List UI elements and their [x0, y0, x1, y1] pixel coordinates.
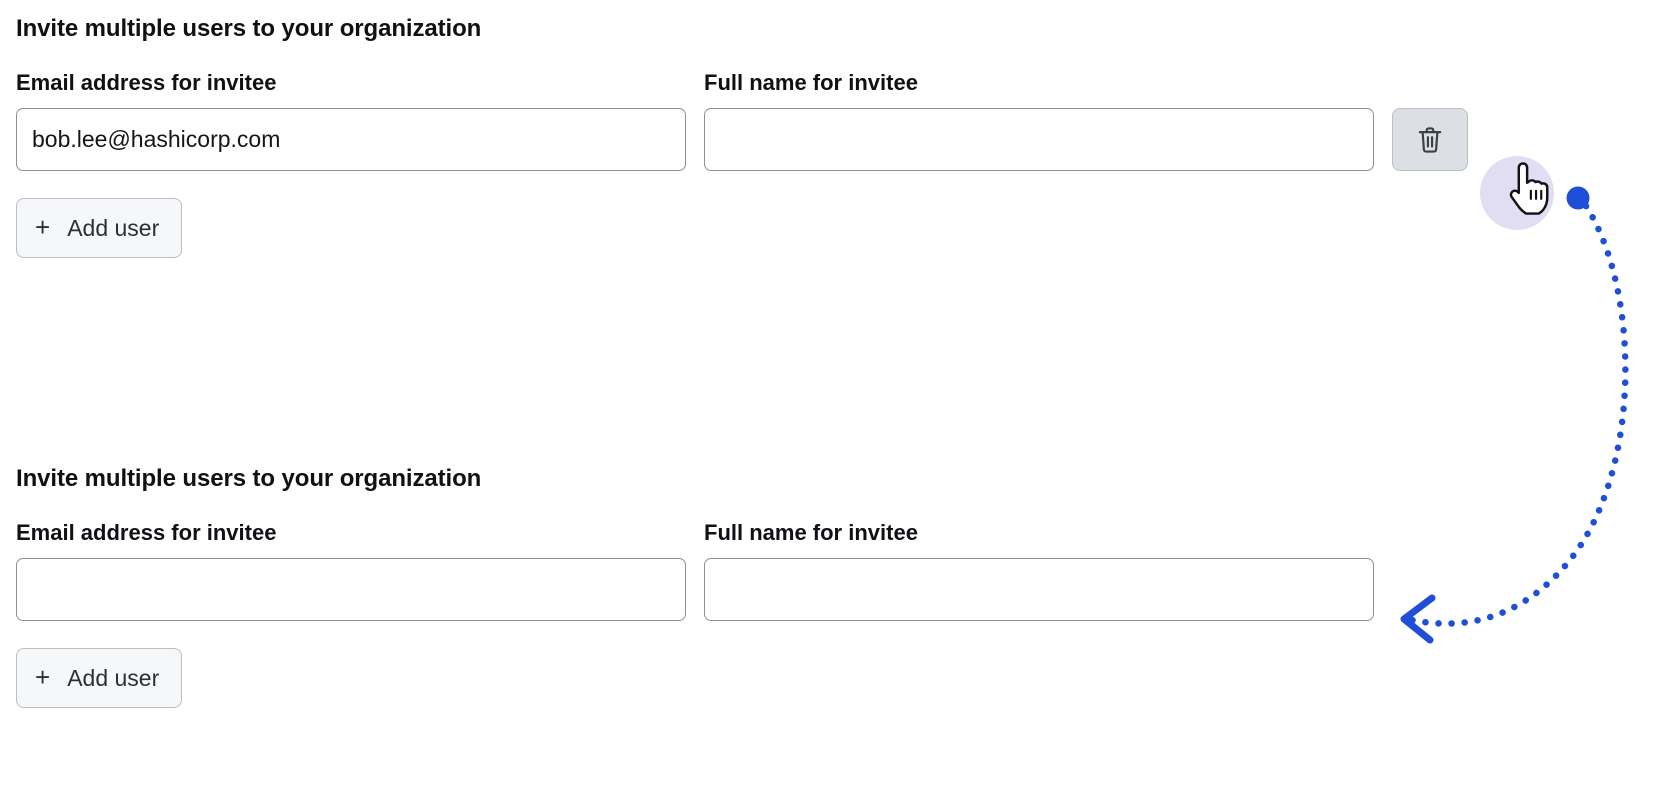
- full-name-input[interactable]: [704, 558, 1374, 621]
- full-name-input[interactable]: [704, 108, 1374, 171]
- invite-fields-row: Email address for invitee Full name for …: [16, 70, 1656, 171]
- add-user-button[interactable]: + Add user: [16, 648, 183, 708]
- delete-user-button[interactable]: [1392, 108, 1468, 171]
- full-name-field-label: Full name for invitee: [704, 70, 918, 95]
- page-title: Invite multiple users to your organizati…: [16, 15, 482, 42]
- full-name-field-group: Full name for invitee: [704, 520, 1374, 621]
- page-title: Invite multiple users to your organizati…: [16, 465, 482, 492]
- email-field-group: Email address for invitee: [16, 70, 686, 171]
- full-name-field-label: Full name for invitee: [704, 520, 918, 545]
- email-field-group: Email address for invitee: [16, 520, 686, 621]
- email-input[interactable]: [16, 558, 686, 621]
- full-name-field-group: Full name for invitee: [704, 70, 1374, 171]
- email-field-label: Email address for invitee: [16, 520, 277, 545]
- plus-icon: +: [35, 662, 51, 692]
- plus-icon: +: [35, 212, 51, 242]
- add-user-button[interactable]: + Add user: [16, 198, 183, 258]
- invite-fields-row: Email address for invitee Full name for …: [16, 520, 1656, 621]
- email-field-label: Email address for invitee: [16, 70, 277, 95]
- trash-icon: [1416, 125, 1444, 155]
- email-input[interactable]: [16, 108, 686, 171]
- add-user-label: Add user: [67, 664, 160, 691]
- add-user-label: Add user: [67, 214, 160, 241]
- invite-block-top: Invite multiple users to your organizati…: [16, 14, 1656, 258]
- invite-block-bottom: Invite multiple users to your organizati…: [16, 464, 1656, 708]
